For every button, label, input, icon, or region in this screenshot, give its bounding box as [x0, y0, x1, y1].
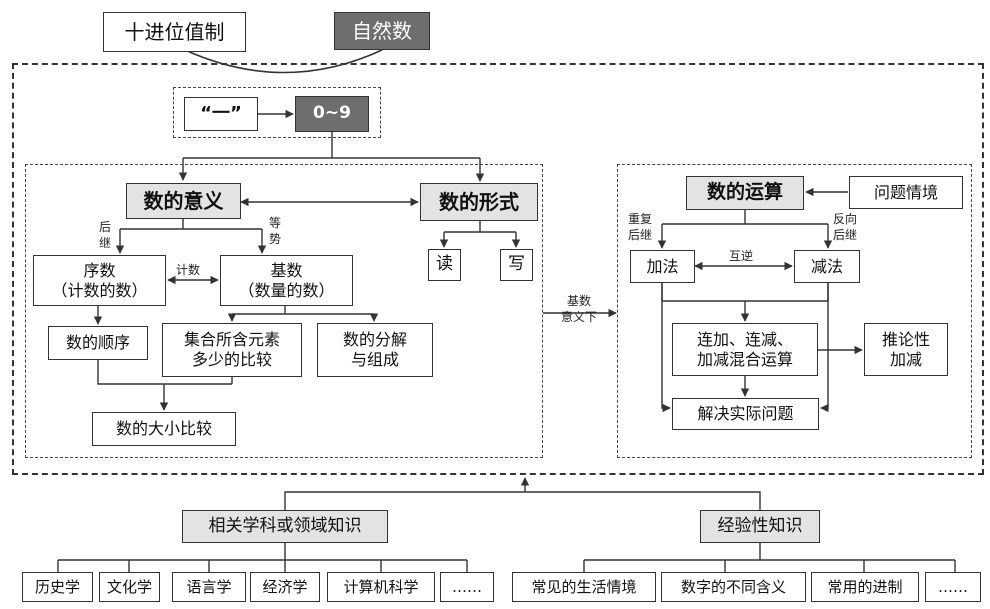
- repeat-successor-label: 重复后继: [627, 212, 652, 243]
- computer-science-box: 计算机科学: [327, 572, 435, 602]
- cardinal-meaning-label: 基数 意义下: [551, 293, 607, 325]
- mixed-operation-line-1: 连加、连减、: [696, 329, 793, 349]
- experiential-knowledge-box: 经验性知识: [700, 510, 820, 543]
- linguistics-box: 语言学: [172, 572, 246, 602]
- natural-numbers-box: 自然数: [334, 12, 430, 50]
- digits-box: 0~9: [295, 96, 369, 132]
- problem-situation-box: 问题情境: [849, 176, 963, 209]
- related-fields-box: 相关学科或领域知识: [182, 510, 388, 543]
- solve-problem-box: 解决实际问题: [672, 398, 819, 430]
- arc-connector: [184, 49, 383, 74]
- inferential-line-1: 推论性: [881, 329, 930, 349]
- culture-box: 文化学: [99, 572, 160, 602]
- decompose-line-1: 数的分解: [342, 330, 407, 349]
- number-order-box: 数的顺序: [48, 326, 148, 360]
- decompose-box: 数的分解 与组成: [317, 323, 433, 377]
- number-operation-box: 数的运算: [686, 176, 804, 210]
- ordinal-line-1: 序数: [83, 260, 116, 280]
- cardinal-box: 基数 （数量的数）: [220, 255, 353, 306]
- addition-box: 加法: [630, 250, 695, 283]
- number-operation-frame: [617, 164, 972, 458]
- reverse-successor-label: 反向后继: [832, 212, 857, 243]
- counting-label: 计数: [176, 263, 201, 277]
- inverse-label: 互逆: [729, 249, 754, 263]
- inferential-box: 推论性 加减: [864, 323, 948, 376]
- number-meaning-frame: [25, 164, 543, 458]
- related-more-box: ……: [440, 572, 494, 602]
- cardinal-line-2: （数量的数）: [238, 280, 335, 300]
- number-meaning-box: 数的意义: [126, 183, 241, 219]
- equipotent-label: 等势: [268, 216, 281, 247]
- cardinal-line-1: 基数: [270, 260, 303, 280]
- set-compare-box: 集合所含元素 多少的比较: [162, 323, 302, 377]
- set-compare-line-2: 多少的比较: [191, 350, 272, 369]
- set-compare-line-1: 集合所含元素: [183, 330, 280, 349]
- size-compare-box: 数的大小比较: [92, 412, 236, 446]
- digits-frame: [173, 87, 381, 138]
- cardinal-meaning-line-2: 意义下: [560, 310, 597, 325]
- one-quote-box: “一”: [184, 97, 258, 131]
- ordinal-line-2: （计数的数）: [51, 280, 148, 300]
- successor-label: 后继: [98, 220, 111, 251]
- write-box: 写: [500, 249, 533, 281]
- ordinal-box: 序数 （计数的数）: [33, 255, 166, 306]
- main-frame: [12, 63, 984, 475]
- inferential-line-2: 加减: [889, 349, 922, 369]
- decompose-line-2: 与组成: [350, 350, 399, 369]
- number-form-box: 数的形式: [420, 183, 538, 221]
- digit-meaning-box: 数字的不同含义: [661, 572, 806, 602]
- life-situation-box: 常见的生活情境: [512, 572, 656, 602]
- mixed-operation-box: 连加、连减、 加减混合运算: [672, 323, 818, 376]
- experiential-more-box: ……: [925, 572, 981, 602]
- read-box: 读: [428, 249, 461, 281]
- decimal-system-box: 十进位值制: [103, 12, 246, 52]
- history-box: 历史学: [22, 572, 93, 602]
- economics-box: 经济学: [250, 572, 320, 602]
- mixed-operation-line-2: 加减混合运算: [696, 349, 793, 369]
- cardinal-meaning-line-1: 基数: [566, 294, 591, 308]
- subtraction-box: 减法: [794, 250, 860, 283]
- common-base-box: 常用的进制: [811, 572, 919, 602]
